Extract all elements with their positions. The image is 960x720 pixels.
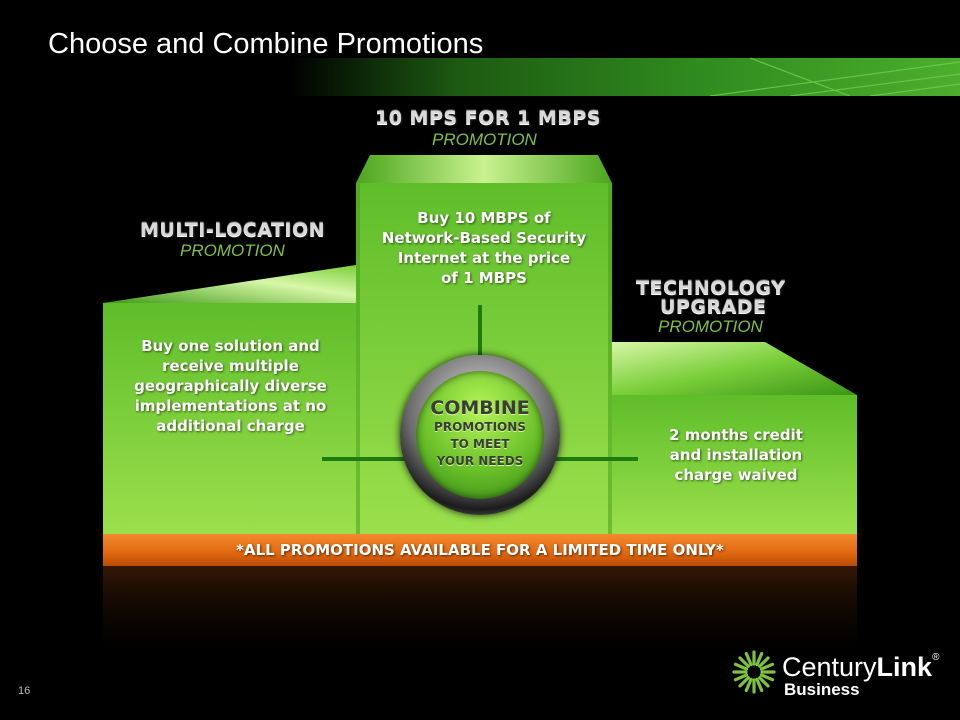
right-block-top [612, 342, 857, 395]
combine-badge: COMBINE PROMOTIONS TO MEET YOUR NEEDS [400, 355, 560, 515]
right-text-line: 2 months credit [669, 426, 803, 444]
center-text-line: Buy 10 MBPS of [417, 209, 551, 227]
logo-registered: ® [932, 652, 940, 663]
right-promotion-sub: PROMOTION [658, 317, 763, 336]
header-green-swoosh [290, 57, 960, 96]
right-text-line: and installation [669, 446, 803, 464]
center-text-line: of 1 MBPS [441, 269, 527, 287]
center-promotion-text: Buy 10 MBPS of Network-Based Security In… [366, 208, 602, 288]
center-promotion-name: 10 MPS FOR 1 MBPS [375, 107, 601, 129]
center-promotion-sub: PROMOTION [432, 130, 537, 149]
left-block-top [103, 265, 356, 303]
left-block-face [103, 303, 356, 534]
combine-badge-core: COMBINE PROMOTIONS TO MEET YOUR NEEDS [416, 371, 544, 499]
logo-name-regular: Century [782, 652, 877, 682]
left-promotion-sub: PROMOTION [180, 241, 285, 260]
left-text-line: receive multiple [162, 357, 299, 375]
badge-line-4: YOUR NEEDS [436, 454, 524, 468]
badge-line-3: TO MEET [450, 437, 510, 451]
left-promotion-text: Buy one solution and receive multiple ge… [118, 336, 343, 436]
logo-wordmark: CenturyLink® [782, 652, 939, 683]
left-text-line: Buy one solution and [141, 337, 320, 355]
page-number: 16 [18, 685, 31, 697]
left-text-line: implementations at no [134, 397, 327, 415]
left-promotion-name: MULTI-LOCATION [140, 219, 326, 241]
right-block-face [612, 395, 857, 534]
slide-title: Choose and Combine Promotions [48, 28, 484, 60]
right-promotion-text: 2 months credit and installation charge … [636, 425, 836, 485]
badge-line-1: COMBINE [430, 397, 530, 419]
right-promotion-name-2: UPGRADE [660, 296, 767, 318]
logo-subtitle: Business [784, 680, 860, 699]
limited-time-banner: *ALL PROMOTIONS AVAILABLE FOR A LIMITED … [103, 534, 857, 566]
podium-reflection [103, 566, 857, 666]
center-text-line: Network-Based Security [381, 229, 587, 247]
center-block-top [356, 155, 612, 183]
right-text-line: charge waived [674, 466, 798, 484]
centurylink-burst-icon [732, 650, 776, 694]
limited-time-text: *ALL PROMOTIONS AVAILABLE FOR A LIMITED … [236, 541, 724, 559]
badge-line-2: PROMOTIONS [434, 420, 526, 434]
logo-name-bold: Link [876, 652, 933, 682]
right-promotion-name-1: TECHNOLOGY [636, 277, 786, 299]
left-text-line: geographically diverse [134, 377, 327, 395]
center-text-line: Internet at the price [397, 249, 571, 267]
centurylink-logo: CenturyLink® Business [730, 646, 950, 702]
left-text-line: additional charge [156, 417, 305, 435]
